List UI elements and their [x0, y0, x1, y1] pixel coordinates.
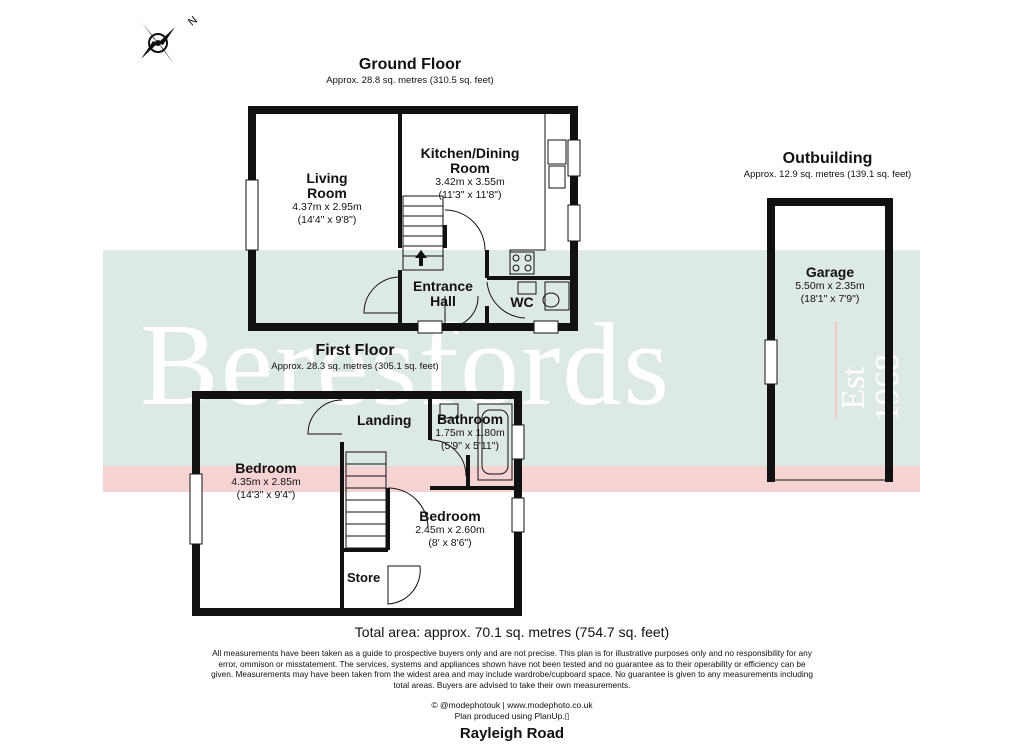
ground-floor-title: Ground Floor: [358, 56, 462, 73]
store-label: Store: [347, 570, 381, 585]
bedroom-2-metric: 2.45m x 2.60m: [415, 524, 485, 536]
disclaimer: All measurements have been taken as a gu…: [150, 648, 874, 690]
kitchen-name-1: Kitchen/Dining: [420, 145, 520, 161]
living-room-metric: 4.37m x 2.95m: [292, 201, 362, 213]
bathroom-name: Bathroom: [436, 411, 504, 427]
bedroom-1-name: Bedroom: [235, 460, 297, 476]
credits-line-1: © @modephotouk | www.modephoto.co.uk: [431, 700, 593, 710]
total-area: Total area: approx. 70.1 sq. metres (754…: [354, 624, 670, 640]
disclaimer-line-3: given. Measurements may have been taken …: [211, 669, 813, 679]
disclaimer-line-2: error, ommison or misstatement. The serv…: [218, 658, 806, 669]
address: Rayleigh Road: [459, 725, 565, 742]
outbuilding-area: Approx. 12.9 sq. metres (139.1 sq. feet): [743, 169, 912, 180]
disclaimer-line-1: All measurements have been taken as a gu…: [212, 648, 812, 658]
living-room-name-1: Living: [306, 170, 348, 186]
living-room-name-2: Room: [307, 185, 347, 201]
disclaimer-line-4: total areas. Buyers are advised to take …: [393, 679, 631, 690]
kitchen-imperial: (11'3" x 11'8"): [438, 189, 502, 201]
bedroom-1-label: Bedroom 4.35m x 2.85m (14'3" x 9'4"): [200, 461, 332, 502]
living-room-label: Living Room 4.37m x 2.95m (14'4" x 9'8"): [262, 171, 392, 227]
credits-line-2: Plan produced using PlanUp.▯: [454, 711, 570, 721]
landing-label: Landing: [357, 412, 412, 428]
kitchen-label: Kitchen/Dining Room 3.42m x 3.55m (11'3"…: [405, 146, 535, 202]
credits: © @modephotouk | www.modephoto.co.uk Pla…: [362, 700, 662, 722]
compass-icon: [141, 22, 175, 64]
garage-name: Garage: [805, 264, 855, 280]
north-label: N: [186, 14, 200, 28]
bathroom-label: Bathroom 1.75m x 1.80m (5'9" x 5'11"): [425, 412, 515, 453]
first-floor-title: First Floor: [315, 342, 395, 359]
garage-label: Garage 5.50m x 2.35m (18'1" x 7'9"): [776, 265, 884, 306]
entrance-hall-name-2: Hall: [430, 293, 456, 309]
garage-imperial: (18'1" x 7'9"): [800, 293, 860, 305]
wc-label: WC: [510, 294, 534, 310]
garage-metric: 5.50m x 2.35m: [795, 280, 865, 292]
bedroom-2-label: Bedroom 2.45m x 2.60m (8' x 8'6"): [400, 509, 500, 550]
kitchen-metric: 3.42m x 3.55m: [435, 176, 505, 188]
bathroom-metric: 1.75m x 1.80m: [435, 427, 505, 439]
entrance-hall-name-1: Entrance: [413, 278, 473, 294]
bathroom-imperial: (5'9" x 5'11"): [441, 440, 499, 452]
living-room-imperial: (14'4" x 9'8"): [297, 214, 357, 226]
kitchen-name-2: Room: [450, 160, 490, 176]
watermark-brand: Beresfords: [140, 299, 672, 430]
entrance-hall-label: Entrance Hall: [398, 279, 488, 309]
outbuilding-title: Outbuilding: [782, 150, 873, 167]
bedroom-1-imperial: (14'3" x 9'4"): [236, 489, 296, 501]
bedroom-2-name: Bedroom: [419, 508, 481, 524]
ground-floor-area: Approx. 28.8 sq. metres (310.5 sq. feet): [326, 75, 494, 86]
bedroom-1-metric: 4.35m x 2.85m: [231, 476, 301, 488]
bedroom-2-imperial: (8' x 8'6"): [428, 537, 472, 549]
watermark-divider: [835, 322, 837, 418]
first-floor-area: Approx. 28.3 sq. metres (305.1 sq. feet): [271, 361, 439, 372]
